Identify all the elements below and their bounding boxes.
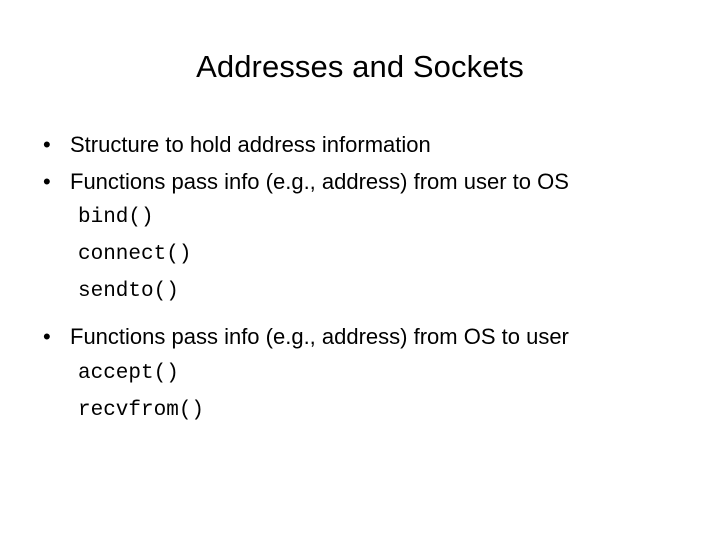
bullet-item: • Functions pass info (e.g., address) fr… [40,167,700,197]
bullet-dot-icon: • [43,169,51,194]
bullet-item: • Functions pass info (e.g., address) fr… [40,322,700,352]
bullet-dot-icon: • [43,324,51,349]
page-title: Addresses and Sockets [196,49,524,84]
slide-body: • Structure to hold address information … [40,130,700,429]
bullet-text: Functions pass info (e.g., address) from… [70,169,569,194]
code-list: bind() connect() sendto() [40,199,700,310]
code-line: sendto() [78,280,179,303]
code-list: accept() recvfrom() [40,355,700,429]
code-line: accept() [78,362,179,385]
code-line: connect() [78,243,192,266]
bullet-text: Functions pass info (e.g., address) from… [70,324,569,349]
bullet-text: Structure to hold address information [70,132,431,157]
bullet-dot-icon: • [43,132,51,157]
bullet-item: • Structure to hold address information [40,130,700,160]
code-line: recvfrom() [78,399,205,422]
code-line: bind() [78,206,154,229]
